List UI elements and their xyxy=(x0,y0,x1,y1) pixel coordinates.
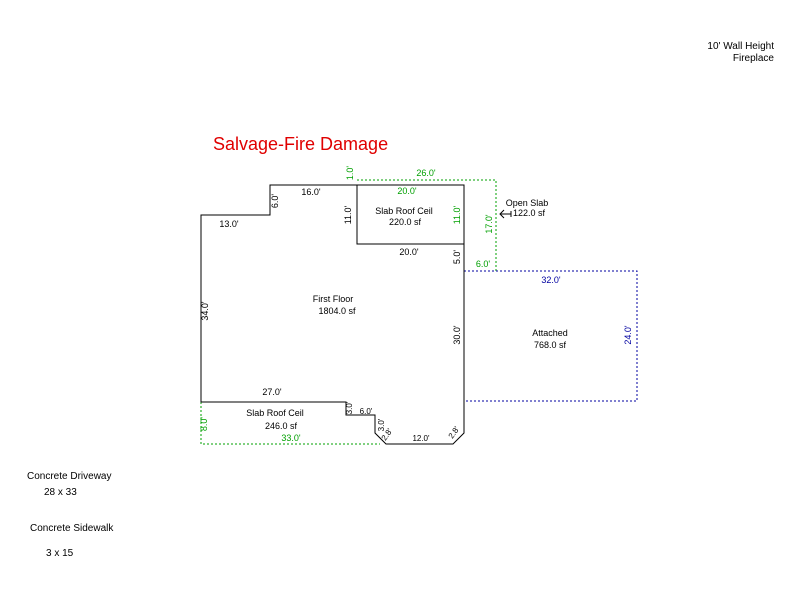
open-slab-name: Open Slab xyxy=(506,198,549,208)
slab-roof-top-name: Slab Roof Ceil xyxy=(375,206,433,216)
sidewalk-size: 3 x 15 xyxy=(46,548,74,559)
dim-11-left: 11.0' xyxy=(343,205,353,224)
dim-8: 8.0' xyxy=(199,417,209,432)
dim-13: 13.0' xyxy=(219,219,239,229)
slab-roof-bottom-outline[interactable] xyxy=(200,402,380,445)
slab-roof-top-area: 220.0 sf xyxy=(389,217,422,227)
open-slab-arrow xyxy=(499,209,512,219)
dim-34: 34.0' xyxy=(200,301,210,321)
first-floor-outline[interactable] xyxy=(200,184,465,445)
dim-6c: 6.0' xyxy=(360,407,373,416)
dim-24: 24.0' xyxy=(623,325,633,345)
first-floor-name: First Floor xyxy=(313,294,354,304)
dim-32: 32.0' xyxy=(541,275,561,285)
driveway-label: Concrete Driveway xyxy=(27,471,112,482)
open-slab-area: 122.0 sf xyxy=(513,208,546,218)
dim-30: 30.0' xyxy=(452,325,462,345)
wall-height-note: 10' Wall Height xyxy=(707,41,774,52)
sidewalk-label: Concrete Sidewalk xyxy=(30,523,114,534)
attached-outline[interactable] xyxy=(464,270,638,402)
dim-1: 1.0' xyxy=(345,166,355,181)
dim-27: 27.0' xyxy=(262,387,282,397)
dim-12: 12.0' xyxy=(412,434,430,443)
slab-roof-bottom-name: Slab Roof Ceil xyxy=(246,408,304,418)
dim-20-bottom: 20.0' xyxy=(399,247,419,257)
first-floor-area: 1804.0 sf xyxy=(318,306,356,316)
dim-20-top: 20.0' xyxy=(397,186,417,196)
slab-roof-top-outline[interactable] xyxy=(357,179,497,271)
slab-roof-bottom-area: 246.0 sf xyxy=(265,421,298,431)
dim-3b: 3.0' xyxy=(377,418,386,431)
driveway-size: 28 x 33 xyxy=(44,487,77,498)
dim-17: 17.0' xyxy=(484,214,494,234)
sketch-title: Salvage-Fire Damage xyxy=(213,134,389,154)
dim-33: 33.0' xyxy=(281,433,301,443)
slab-roof-top-walls[interactable] xyxy=(357,184,465,244)
dim-6a: 6.0' xyxy=(270,194,280,209)
dim-16: 16.0' xyxy=(301,187,321,197)
attached-area: 768.0 sf xyxy=(534,340,567,350)
dim-6b: 6.0' xyxy=(476,259,491,269)
dim-5: 5.0' xyxy=(452,250,462,265)
dim-26: 26.0' xyxy=(416,168,436,178)
attached-name: Attached xyxy=(532,328,568,338)
dim-3a: 3.0' xyxy=(345,401,354,414)
dim-11-right: 11.0' xyxy=(452,205,462,224)
fireplace-note: Fireplace xyxy=(732,53,774,64)
